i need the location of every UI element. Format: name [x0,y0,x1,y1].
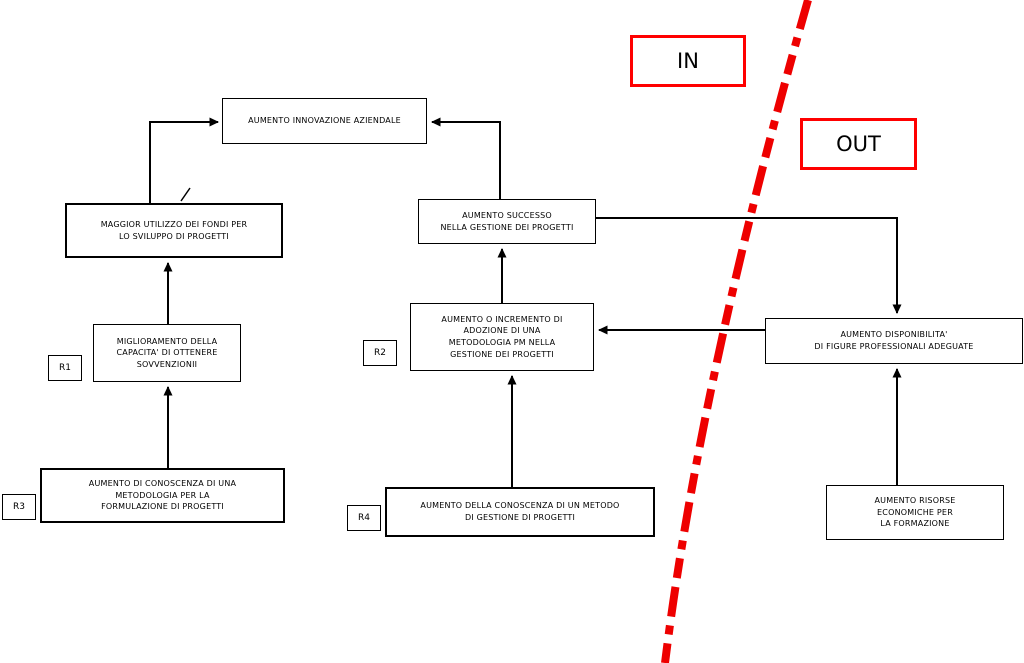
loop-label-r2: R2 [363,340,397,366]
node-adozione-metodologia: AUMENTO O INCREMENTO DI ADOZIONE DI UNA … [410,303,594,371]
zone-in-label: IN [630,35,746,87]
arrow-utilizzo-to-innovazione [149,117,219,203]
node-conoscenza-metodo: AUMENTO DELLA CONOSCENZA DI UN METODO DI… [385,487,655,537]
node-risorse-economiche: AUMENTO RISORSE ECONOMICHE PER LA FORMAZ… [826,485,1004,540]
in-out-divider-line [661,0,812,663]
node-disponibilita-figure: AUMENTO DISPONIBILITA' DI FIGURE PROFESS… [765,318,1023,364]
arrow-successo-to-innovazione [431,117,501,199]
zone-out-label: OUT [800,118,917,170]
polarity-tick [180,187,191,202]
loop-label-r3: R3 [2,494,36,520]
node-aumento-innovazione: AUMENTO INNOVAZIONE AZIENDALE [222,98,427,144]
node-conoscenza-metodologia: AUMENTO DI CONOSCENZA DI UNA METODOLOGIA… [40,468,285,523]
loop-label-r4: R4 [347,505,381,531]
loop-label-r1: R1 [48,355,82,381]
node-aumento-successo: AUMENTO SUCCESSO NELLA GESTIONE DEI PROG… [418,199,596,244]
node-miglioramento-capacita: MIGLIORAMENTO DELLA CAPACITA' DI OTTENER… [93,324,241,382]
arrow-successo-to-disponibilita [596,217,902,314]
node-maggior-utilizzo-fondi: MAGGIOR UTILIZZO DEI FONDI PER LO SVILUP… [65,203,283,258]
